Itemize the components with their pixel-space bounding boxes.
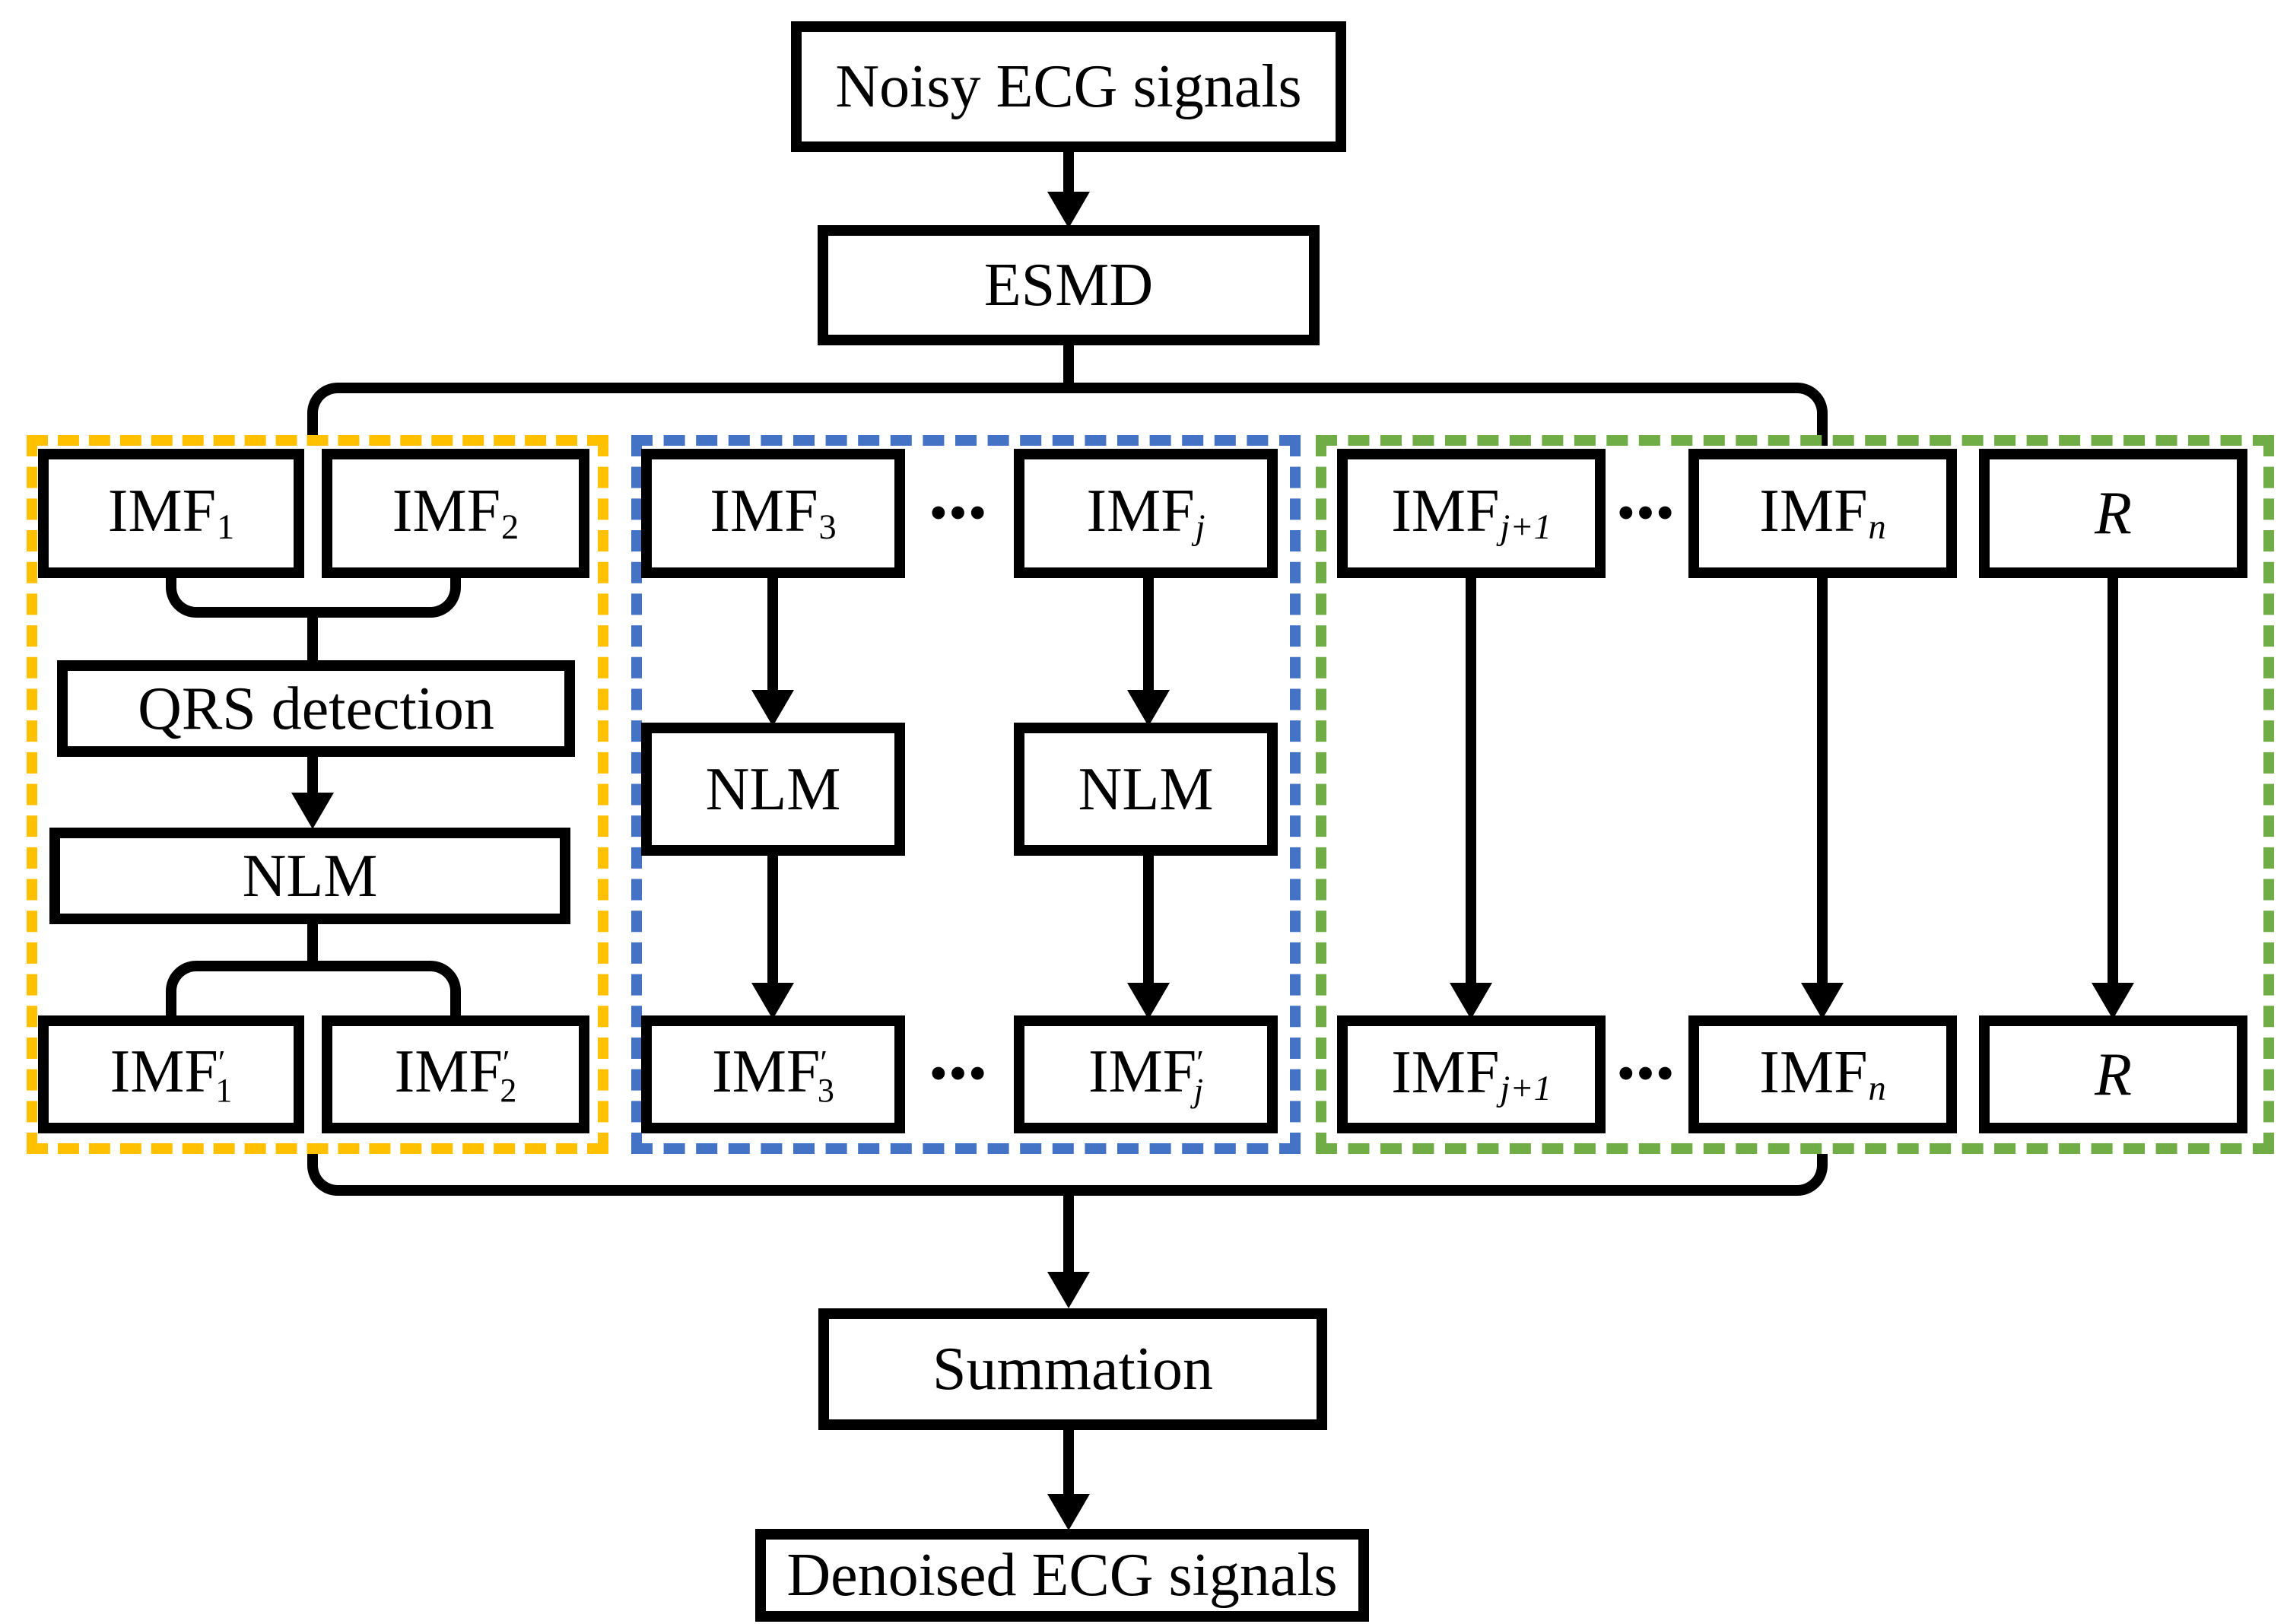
imf3-prime-label: IMF′3 — [712, 1038, 834, 1109]
arrow-noisy-to-esmd-shaft — [1063, 152, 1074, 195]
imfj-prime-box: IMF′j — [1014, 1015, 1278, 1133]
residual-box: R — [1979, 449, 2247, 578]
arrow-to-summation-shaft — [1063, 1194, 1074, 1273]
ellipsis-high-top: ••• — [1617, 487, 1677, 539]
imfn-box: IMFn — [1688, 449, 1957, 578]
ellipsis-high-bottom: ••• — [1617, 1048, 1677, 1100]
arrow-to-summation-head — [1047, 1272, 1090, 1308]
arrow-residual-passthrough-shaft — [2108, 578, 2118, 984]
residual-out-label: R — [2095, 1041, 2132, 1108]
arrow-nlm-to-imfjp-head — [1127, 983, 1170, 1019]
imfj-label: IMFj — [1086, 478, 1205, 548]
imfj-prime-label: IMF′j — [1088, 1038, 1204, 1109]
imf2-prime-box: IMF′2 — [322, 1015, 589, 1133]
esmd-label: ESMD — [983, 252, 1154, 319]
nlm-mid-right-box: NLM — [1014, 723, 1278, 856]
imfn-out-box: IMFn — [1688, 1015, 1957, 1133]
imf1-prime-label: IMF′1 — [110, 1038, 233, 1109]
esmd-box: ESMD — [818, 225, 1320, 345]
nlm-mid-right-label: NLM — [1078, 755, 1214, 823]
arrow-summation-to-denoised-shaft — [1063, 1430, 1074, 1495]
imfn-out-label: IMFn — [1759, 1038, 1886, 1108]
split-bracket-imf1p-imf2p — [166, 961, 461, 1015]
arrow-imfj-to-nlm-shaft — [1143, 578, 1154, 690]
noisy-ecg-signals-box: Noisy ECG signals — [791, 21, 1346, 152]
denoised-ecg-signals-label: Denoised ECG signals — [786, 1542, 1338, 1609]
fanout-line — [307, 383, 1828, 446]
noisy-ecg-signals-label: Noisy ECG signals — [835, 53, 1302, 120]
arrow-residual-passthrough-head — [2092, 983, 2134, 1019]
imf3-label: IMF3 — [710, 478, 837, 548]
qrs-detection-box: QRS detection — [57, 660, 575, 757]
esmd-output-stub — [1063, 345, 1074, 385]
arrow-imfn-passthrough-shaft — [1817, 578, 1828, 984]
nlm-mid-left-box: NLM — [641, 723, 905, 856]
imf1-label: IMF1 — [107, 478, 235, 548]
residual-out-box: R — [1979, 1015, 2247, 1133]
nlm-low-box: NLM — [49, 828, 570, 924]
nlm-low-label: NLM — [242, 842, 378, 910]
convergence-line — [307, 1154, 1828, 1196]
residual-label: R — [2095, 480, 2132, 547]
imfj1-out-label: IMFj+1 — [1391, 1038, 1552, 1108]
merge-bracket-imf1-imf2 — [166, 578, 461, 618]
imfj1-box: IMFj+1 — [1337, 449, 1606, 578]
arrow-imfj1-passthrough-head — [1450, 983, 1492, 1019]
ellipsis-mid-top: ••• — [929, 487, 989, 539]
split-bracket-stub — [307, 924, 318, 964]
qrs-detection-label: QRS detection — [138, 675, 494, 742]
merge-bracket-stub — [307, 616, 318, 660]
arrow-qrs-to-nlm-head — [291, 793, 334, 829]
imf3-prime-box: IMF′3 — [641, 1015, 905, 1133]
arrow-noisy-to-esmd-head — [1047, 192, 1090, 228]
imfj1-out-box: IMFj+1 — [1337, 1015, 1606, 1133]
ellipsis-mid-bottom: ••• — [929, 1048, 989, 1100]
arrow-imfj1-passthrough-shaft — [1466, 578, 1476, 984]
arrow-imfn-passthrough-head — [1801, 983, 1844, 1019]
summation-box: Summation — [818, 1308, 1327, 1430]
imf2-box: IMF2 — [322, 449, 589, 578]
summation-label: Summation — [932, 1336, 1213, 1403]
imf1-box: IMF1 — [38, 449, 304, 578]
imfn-label: IMFn — [1759, 478, 1886, 548]
imfj-box: IMFj — [1014, 449, 1278, 578]
imf3-box: IMF3 — [641, 449, 905, 578]
arrow-summation-to-denoised-head — [1047, 1494, 1090, 1530]
arrow-imf3-to-nlm-head — [751, 690, 794, 726]
imfj1-label: IMFj+1 — [1391, 478, 1552, 548]
group-high-order-imfs — [1316, 435, 2274, 1154]
imf1-prime-box: IMF′1 — [38, 1015, 304, 1133]
arrow-imf3-to-nlm-shaft — [767, 578, 778, 690]
arrow-nlm-to-imf3p-shaft — [767, 856, 778, 984]
denoised-ecg-signals-box: Denoised ECG signals — [755, 1529, 1369, 1622]
arrow-qrs-to-nlm-shaft — [307, 757, 318, 795]
group-mid-order-imfs — [631, 435, 1301, 1154]
group-low-order-imfs — [27, 435, 608, 1154]
nlm-mid-left-label: NLM — [705, 755, 841, 823]
imf2-label: IMF2 — [392, 478, 519, 548]
imf2-prime-label: IMF′2 — [394, 1038, 517, 1109]
arrow-nlm-to-imf3p-head — [751, 983, 794, 1019]
arrow-nlm-to-imfjp-shaft — [1143, 856, 1154, 984]
arrow-imfj-to-nlm-head — [1127, 690, 1170, 726]
